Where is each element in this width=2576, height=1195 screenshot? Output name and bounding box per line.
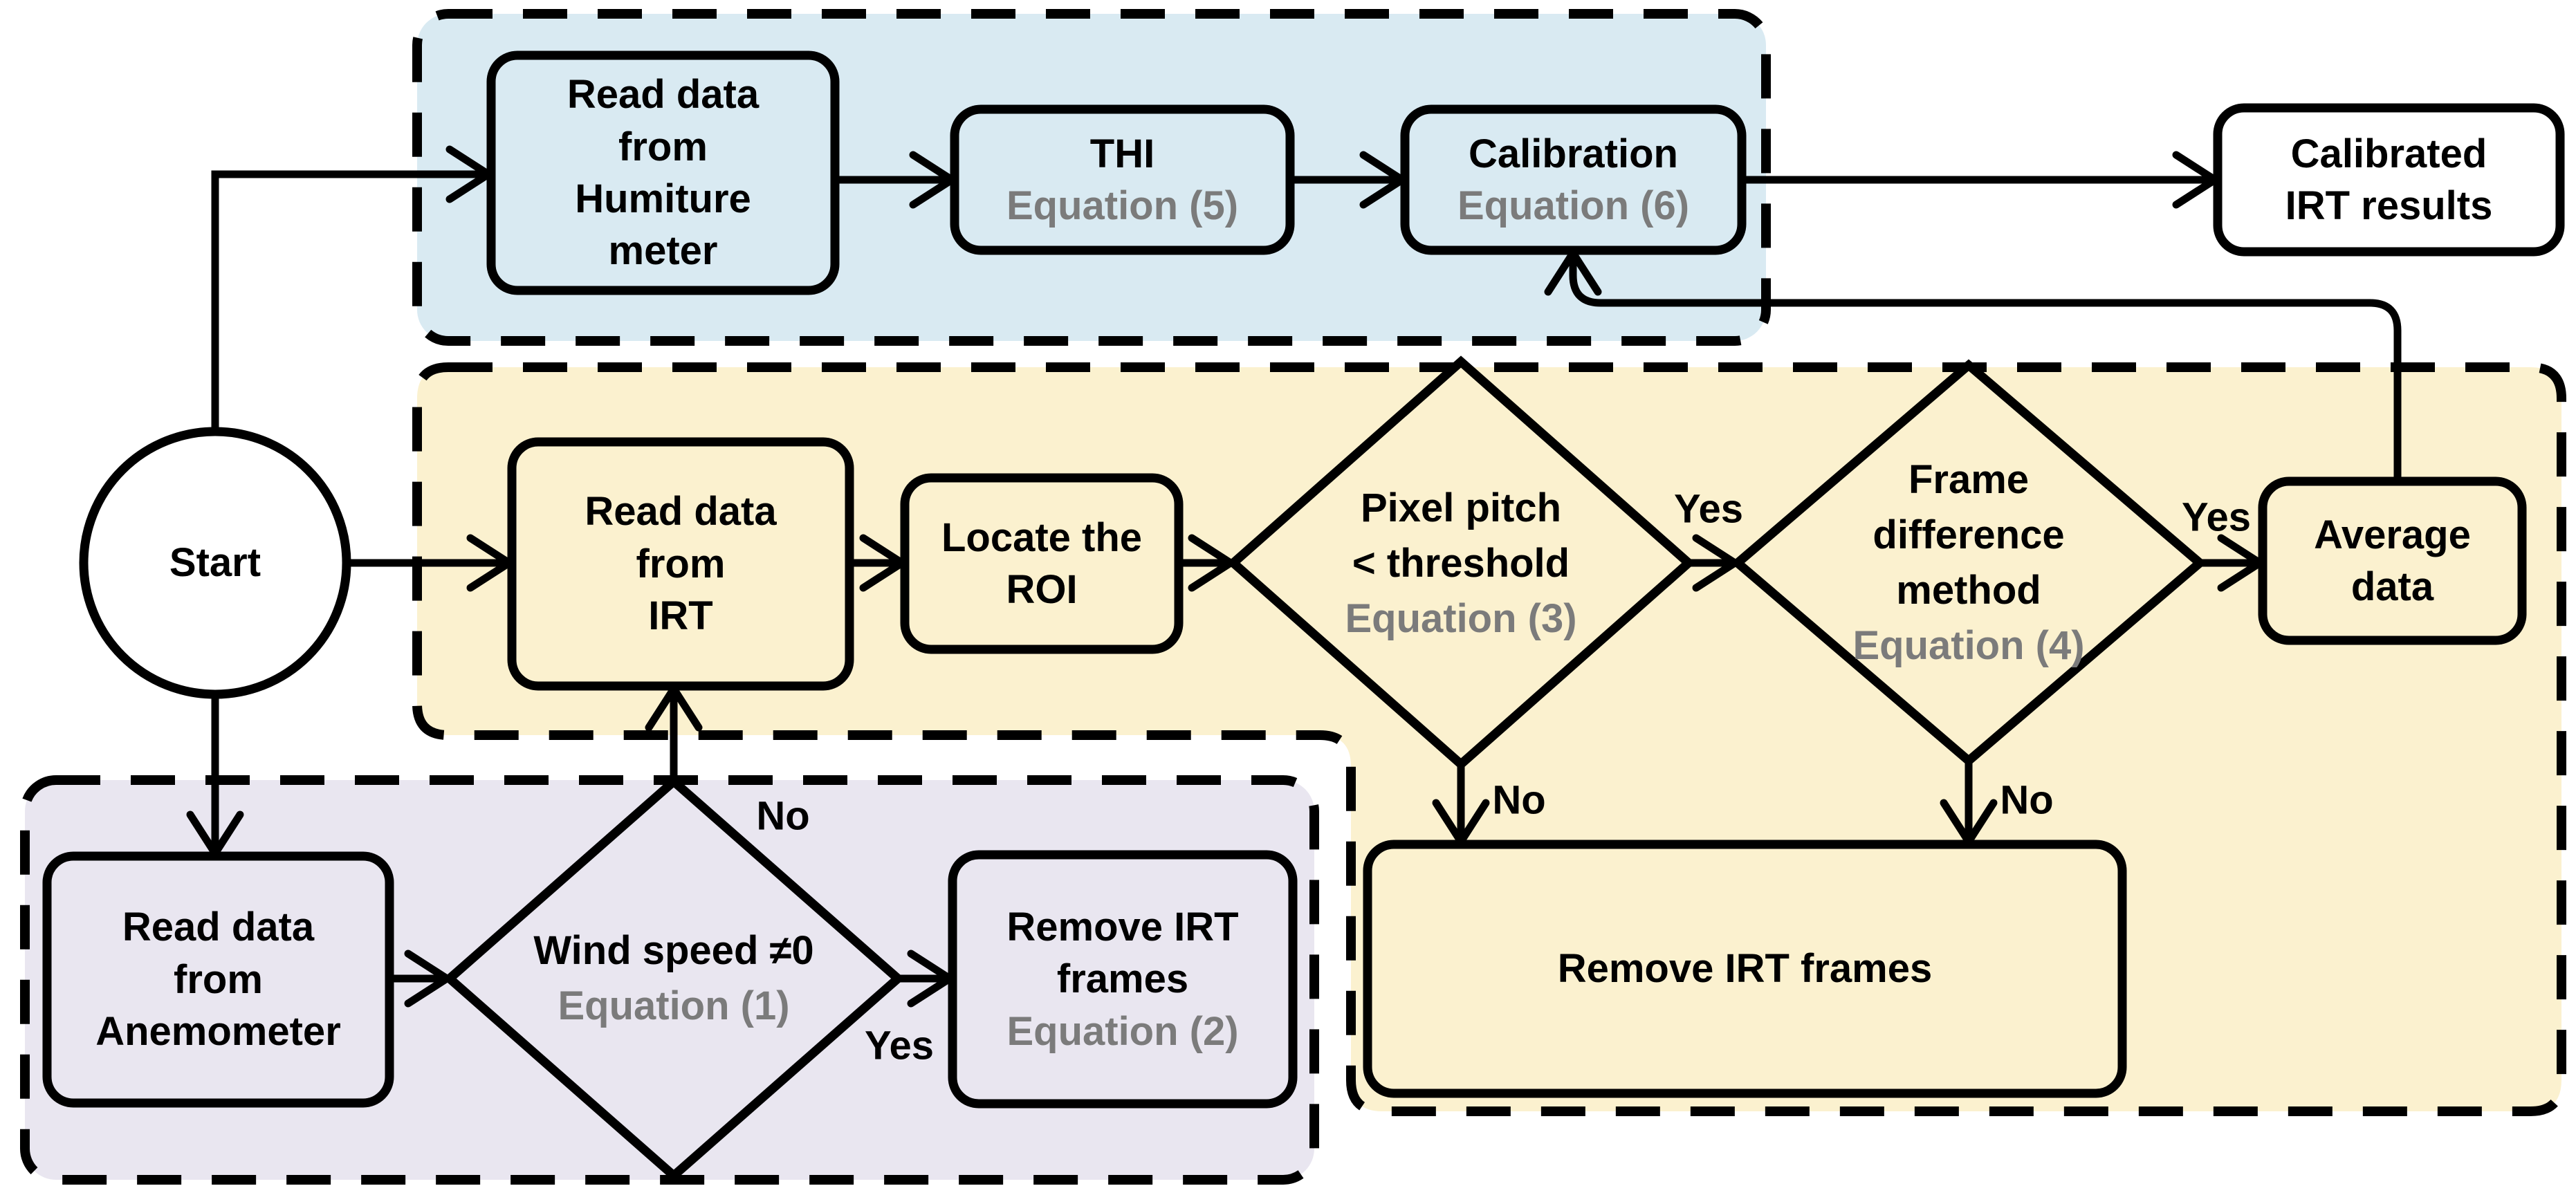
frame-difference-label: Frame difference method Equation (4) [1775,418,2162,708]
calibrated-results-box-shape [2213,103,2565,257]
locate-roi-box-shape [900,473,1184,654]
remove-irt-frames-box-shape [1363,840,2127,1098]
wind-speed-no-label: No [756,793,810,839]
frame-difference-no-label: No [2000,777,2054,823]
remove-irt-frames-eq2-label: Remove IRT frames Equation (2) [953,855,1293,1104]
read-anemometer-label: Read data from Anemometer [95,905,341,1055]
read-humiture-box-shape [486,50,840,295]
pixel-pitch-title: Pixel pitch < threshold [1352,485,1570,586]
thi-box-shape [950,104,1295,255]
remove-irt-frames-eq2-title: Remove IRT frames [1006,904,1239,1002]
read-humiture-label: Read data from Humiture meter [567,72,760,274]
start-label: Start [169,540,261,586]
remove-irt-frames-eq2-box-shape [948,850,1298,1109]
frame-difference-yes-label: Yes [2182,494,2251,540]
wind-speed-label: Wind speed ≠0 Equation (1) [457,896,891,1062]
read-anemometer-box-shape [42,851,394,1108]
pixel-pitch-equation: Equation (3) [1345,596,1577,642]
calibrated-results-label: Calibrated IRT results [2285,131,2493,228]
frame-difference-title: Frame difference method [1873,456,2065,613]
wind-speed-yes-label: Yes [865,1023,934,1068]
wind-speed-equation: Equation (1) [558,983,790,1028]
edge-start-to-humiture [211,170,483,432]
calibration-equation: Equation (6) [1457,183,1690,228]
remove-irt-frames-eq2-equation: Equation (2) [1006,1008,1239,1054]
edge-average-feedback-to-calibration [1569,259,2402,481]
thi-label: THI Equation (5) [955,109,1290,250]
thi-equation: Equation (5) [1006,183,1239,228]
calibration-label: Calibration Equation (6) [1405,109,1742,250]
node-shapes [42,50,2565,1182]
pixel-pitch-diamond-shape [1226,355,1695,770]
average-data-box-shape [2258,476,2527,645]
thi-title: THI [1089,131,1155,176]
locate-roi-label: Locate the ROI [941,515,1143,612]
edges [211,170,2402,983]
pixel-pitch-no-label: No [1492,777,1546,823]
frame-difference-equation: Equation (4) [1852,623,2085,669]
read-irt-label: Read data from IRT [585,489,777,639]
wind-speed-diamond-shape [443,775,905,1182]
read-irt-box-shape [507,437,854,691]
pixel-pitch-label: Pixel pitch < threshold Equation (3) [1246,450,1675,678]
wind-speed-title: Wind speed ≠0 [533,927,814,973]
frame-difference-diamond-shape [1731,359,2207,767]
start-circle-shape [79,427,351,699]
calibration-title: Calibration [1469,131,1678,176]
average-data-label: Average data [2314,512,2471,609]
calibration-box-shape [1400,104,1747,255]
remove-irt-frames-label: Remove IRT frames [1557,946,1933,992]
pixel-pitch-yes-label: Yes [1674,486,1743,532]
